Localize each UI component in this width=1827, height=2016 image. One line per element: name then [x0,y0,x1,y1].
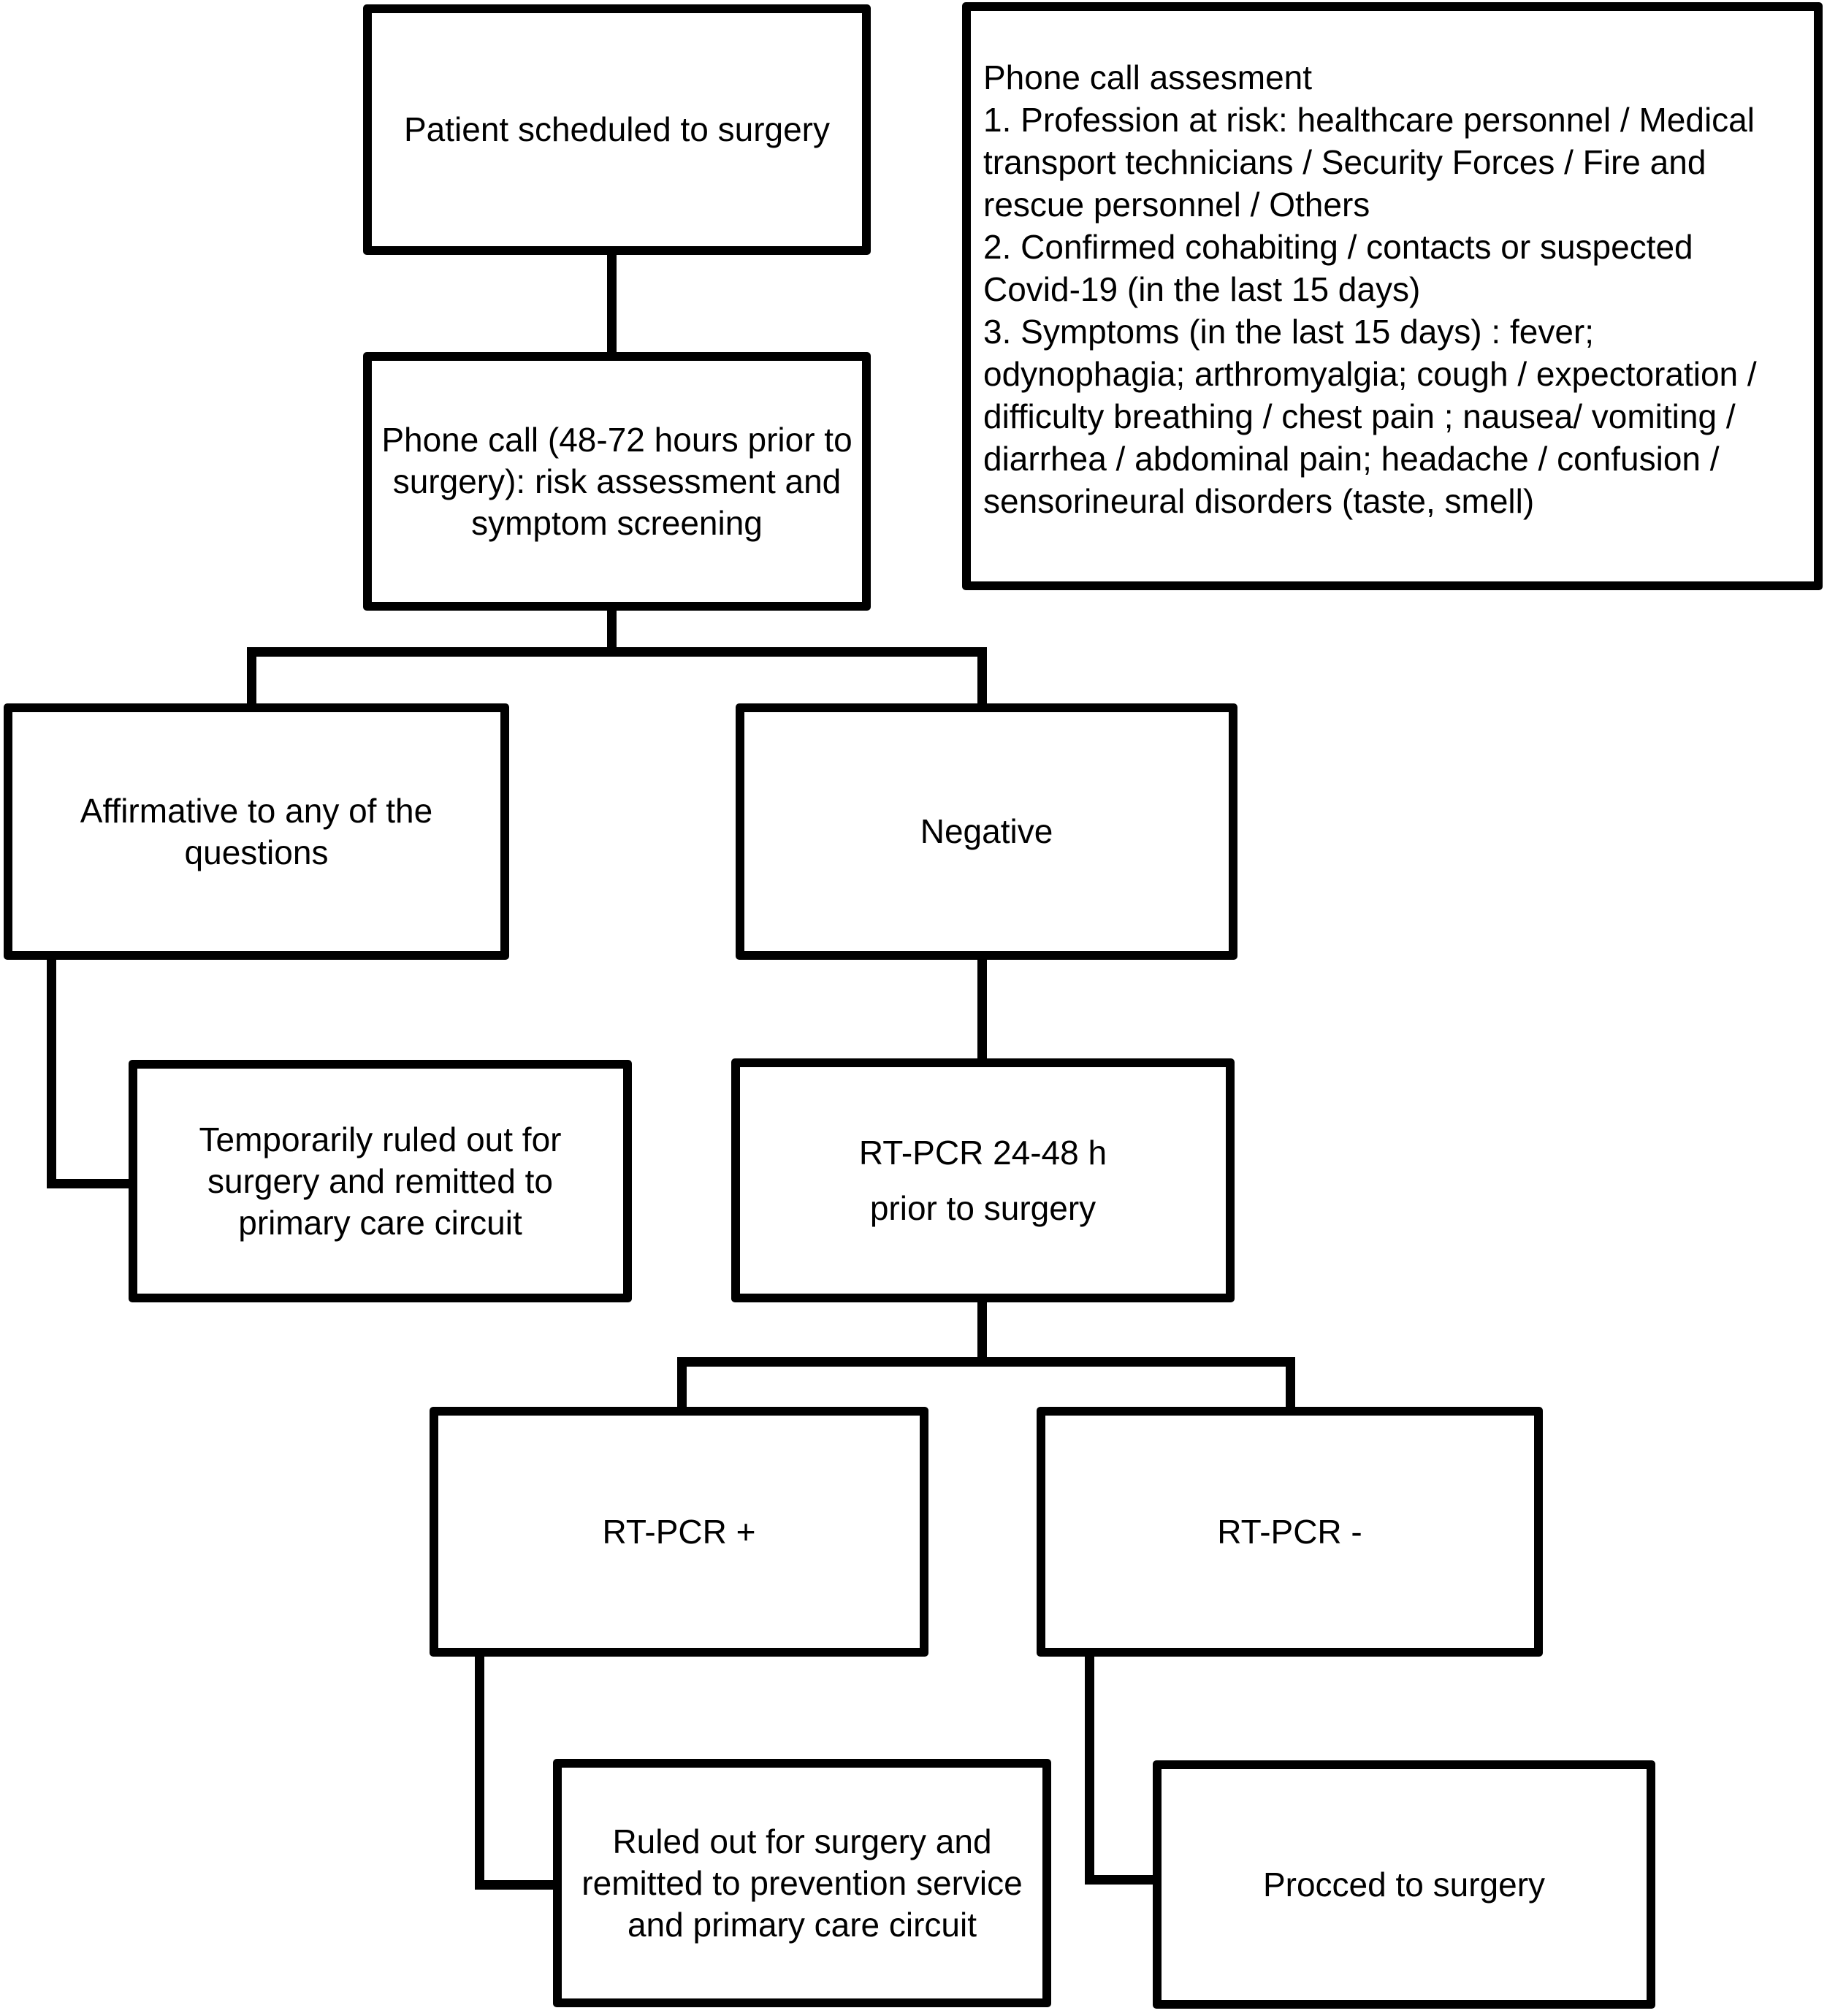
connector-negative-elbow-vertical [1085,1656,1094,1885]
connector-branch-bar-bottom [677,1357,1295,1367]
node-phone-call-screening-label: Phone call (48-72 hours prior to surgery… [381,420,853,542]
node-patient-scheduled-label: Patient scheduled to surgery [403,110,831,148]
node-temporarily-ruled-out: Temporarily ruled out for surgery and re… [129,1060,632,1302]
connector-rtpcr-stem [977,1302,987,1363]
node-rt-pcr-positive-label: RT-PCR + [602,1512,756,1551]
node-rt-pcr-positive: RT-PCR + [430,1407,928,1657]
node-rt-pcr-test: RT-PCR 24-48 h prior to surgery [731,1058,1235,1302]
connector-branch-drop-negative [977,647,987,706]
connector-affirmative-elbow-vertical [47,959,56,1188]
node-patient-scheduled: Patient scheduled to surgery [363,4,871,255]
connector-branch-drop-rtpcr-positive [677,1357,687,1409]
connector-positive-elbow-horizontal [475,1880,559,1890]
connector-branch-drop-affirmative [247,647,256,706]
node-temporarily-ruled-out-label: Temporarily ruled out for surgery and re… [199,1120,562,1242]
node-phone-call-assessment-note: Phone call assesment 1. Profession at ri… [962,2,1823,590]
node-ruled-out-prevention-label: Ruled out for surgery and remitted to pr… [581,1822,1023,1944]
node-proceed-to-surgery: Procced to surgery [1153,1760,1655,2009]
node-negative: Negative [736,703,1237,960]
connector-branch-bar-top [247,647,987,657]
connector-positive-elbow-vertical [475,1656,484,1890]
node-affirmative-label: Affirmative to any of the questions [80,791,433,871]
connector-phonecall-stem [607,610,617,652]
connector-negative-to-rtpcr [977,959,987,1061]
node-negative-label: Negative [920,812,1053,850]
connector-affirmative-elbow-horizontal [47,1179,134,1188]
node-rt-pcr-negative: RT-PCR - [1037,1407,1543,1657]
node-rt-pcr-test-label: RT-PCR 24-48 h prior to surgery [858,1134,1107,1227]
node-ruled-out-prevention: Ruled out for surgery and remitted to pr… [553,1759,1051,2007]
connector-patient-to-phonecall [607,254,617,353]
connector-negative-elbow-horizontal [1085,1875,1162,1885]
node-affirmative: Affirmative to any of the questions [4,703,509,960]
connector-branch-drop-rtpcr-negative [1286,1357,1295,1409]
node-phone-call-assessment-note-label: Phone call assesment 1. Profession at ri… [983,58,1757,520]
node-proceed-to-surgery-label: Procced to surgery [1262,1865,1546,1904]
node-phone-call-screening: Phone call (48-72 hours prior to surgery… [363,352,871,611]
node-rt-pcr-negative-label: RT-PCR - [1217,1512,1362,1551]
